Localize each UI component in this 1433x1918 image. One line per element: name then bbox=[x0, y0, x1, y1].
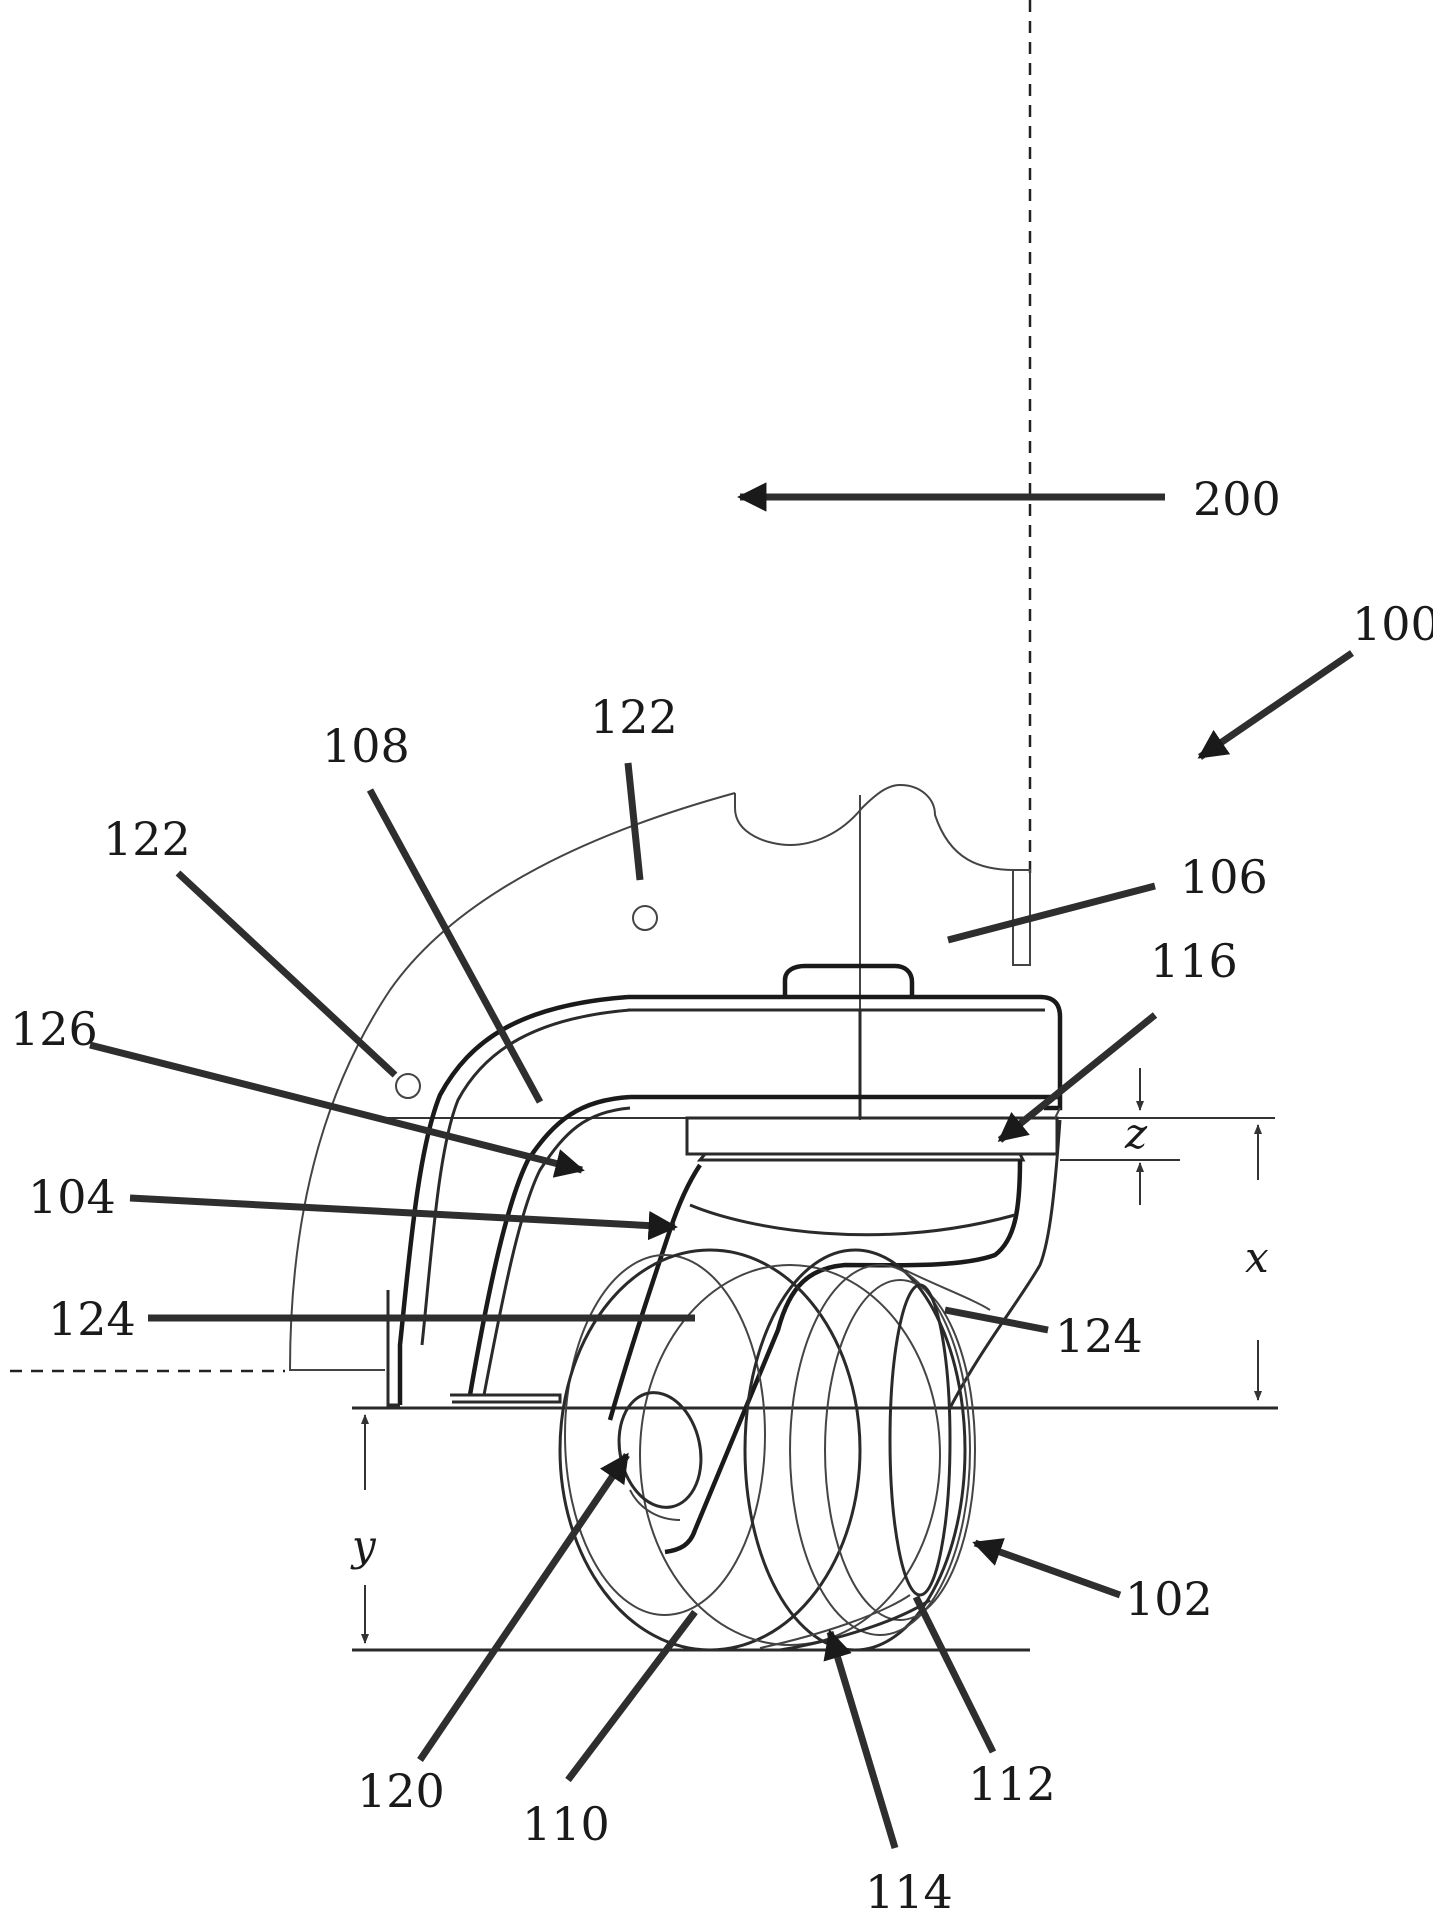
leader-122-lower bbox=[178, 873, 395, 1075]
label-122-lower: 122 bbox=[103, 812, 191, 866]
axle bbox=[609, 1385, 711, 1520]
leader-122-upper bbox=[628, 763, 640, 880]
label-108: 108 bbox=[322, 719, 410, 773]
label-126: 126 bbox=[10, 1002, 98, 1056]
leader-104 bbox=[130, 1198, 675, 1227]
label-112: 112 bbox=[968, 1757, 1056, 1811]
wheel bbox=[560, 1250, 975, 1650]
leader-110 bbox=[568, 1612, 695, 1780]
label-116: 116 bbox=[1150, 934, 1238, 988]
leader-106 bbox=[948, 886, 1155, 940]
label-114: 114 bbox=[865, 1865, 953, 1918]
fastener-hole-lower bbox=[396, 1074, 420, 1098]
label-120: 120 bbox=[357, 1764, 445, 1818]
leader-108 bbox=[370, 790, 540, 1102]
fastener-hole-upper bbox=[633, 906, 657, 930]
label-124-right: 124 bbox=[1055, 1309, 1143, 1363]
leader-120 bbox=[420, 1455, 627, 1760]
label-106: 106 bbox=[1180, 850, 1268, 904]
leader-114 bbox=[830, 1632, 895, 1848]
leader-lines bbox=[90, 763, 1155, 1848]
leader-126 bbox=[90, 1045, 582, 1170]
label-122-upper: 122 bbox=[590, 690, 678, 744]
fork bbox=[610, 1120, 1060, 1552]
label-124-left: 124 bbox=[48, 1292, 136, 1346]
label-200: 200 bbox=[1193, 472, 1281, 526]
leader-112 bbox=[916, 1597, 993, 1752]
dimension-label-x: x bbox=[1245, 1233, 1269, 1282]
label-110: 110 bbox=[522, 1797, 610, 1851]
arrow-100 bbox=[1200, 653, 1352, 757]
label-104: 104 bbox=[28, 1170, 116, 1224]
label-102: 102 bbox=[1125, 1572, 1213, 1626]
leader-124-right bbox=[945, 1310, 1048, 1330]
label-100: 100 bbox=[1352, 597, 1433, 651]
dimension-label-z: z bbox=[1124, 1109, 1148, 1158]
dimension-label-y: y bbox=[350, 1521, 377, 1570]
leader-102 bbox=[975, 1543, 1120, 1595]
